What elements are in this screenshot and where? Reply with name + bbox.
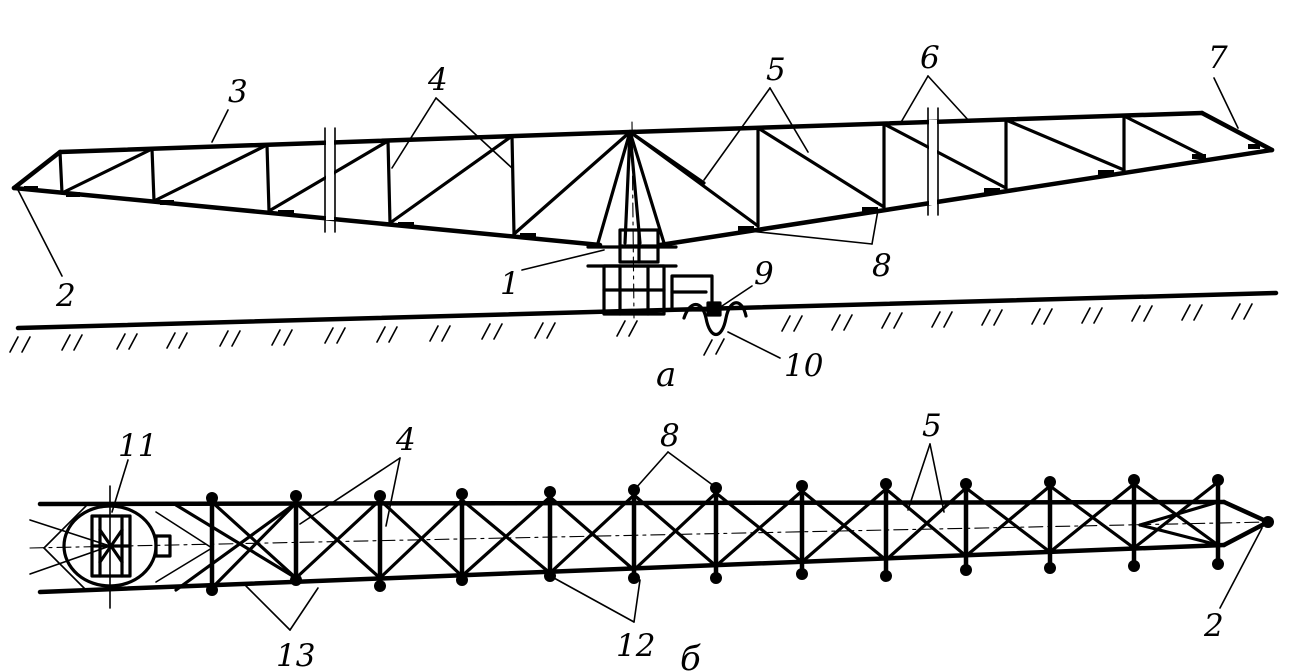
label-12: 12 — [616, 628, 655, 664]
label-10: 10 — [784, 348, 823, 384]
side-leaders — [17, 75, 1239, 359]
label-4: 4 — [427, 62, 448, 98]
label-1: 1 — [500, 266, 520, 302]
caption-a: а — [656, 355, 676, 395]
side-view: 3 4 5 6 7 2 1 8 9 10 а — [9, 40, 1279, 395]
caption-b: б — [680, 639, 701, 672]
plan-nozzles — [206, 474, 1274, 596]
label-13: 13 — [276, 638, 315, 672]
plan-cross-bracing — [174, 480, 1220, 592]
plan-cross-members — [209, 477, 1221, 593]
center-brace-fan — [596, 130, 706, 245]
ground-line — [9, 290, 1279, 356]
span-break-marks — [324, 107, 939, 233]
truss-verticals — [58, 114, 1126, 236]
span-break-gap-left — [326, 140, 334, 220]
label-5-plan: 5 — [922, 408, 942, 444]
label-6: 6 — [920, 40, 940, 76]
label-3: 3 — [228, 74, 248, 110]
plan-view: 11 4 8 5 2 13 12 б — [29, 408, 1274, 672]
truss-diagonals-right — [628, 114, 1204, 228]
label-7: 7 — [1208, 40, 1228, 76]
plan-trolley-braces — [29, 485, 213, 609]
plan-central-trolley — [62, 504, 172, 588]
truss-chords — [11, 110, 1275, 248]
label-11: 11 — [118, 428, 157, 464]
label-8: 8 — [872, 248, 892, 284]
label-8-plan: 8 — [660, 418, 680, 454]
plan-axis — [29, 521, 1269, 549]
irrigation-channel — [682, 301, 748, 337]
label-5: 5 — [766, 52, 786, 88]
central-trolley — [586, 228, 722, 317]
label-2: 2 — [55, 278, 76, 314]
plan-chords — [37, 499, 1271, 595]
label-9: 9 — [754, 256, 774, 292]
span-break-gap-right — [929, 120, 937, 205]
center-axis — [631, 121, 635, 319]
label-2-plan: 2 — [1203, 608, 1224, 644]
plan-leaders — [111, 443, 1263, 631]
bottom-chord-nozzles — [24, 144, 1260, 238]
label-4-plan: 4 — [395, 422, 416, 458]
